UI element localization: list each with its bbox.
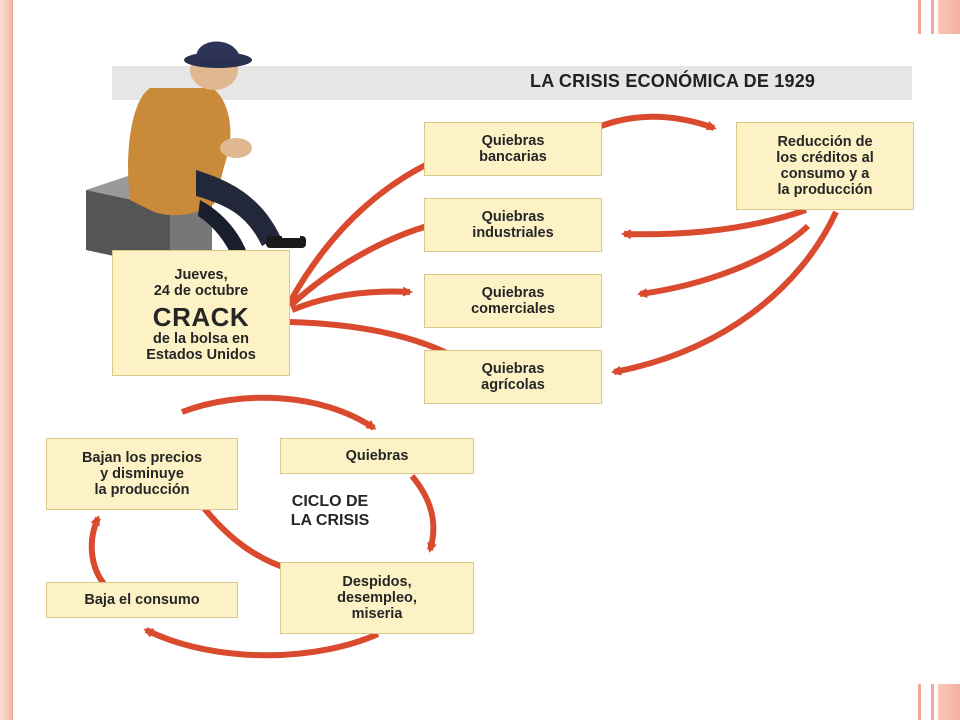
- crack-date: Jueves, 24 de octubre: [153, 267, 249, 299]
- quiebras-bancarias-box: Quiebras bancarias: [424, 122, 602, 176]
- reduccion-creditos-box: Reducción de los créditos al consumo y a…: [736, 122, 914, 210]
- hands: [220, 138, 252, 158]
- quiebras-comerciales-box: Quiebras comerciales: [424, 274, 602, 328]
- spat-front: [282, 232, 300, 238]
- quiebras-agricolas-box: Quiebras agrícolas: [424, 350, 602, 404]
- baja-consumo-box: Baja el consumo: [46, 582, 238, 618]
- crack-box: Jueves, 24 de octubre CRACK de la bolsa …: [112, 250, 290, 376]
- legs: [196, 170, 280, 246]
- cycle-quiebras-box: Quiebras: [280, 438, 474, 474]
- hat-crown: [196, 41, 240, 58]
- cycle-label: CICLO DE LA CRISIS: [290, 493, 370, 529]
- slide-frame-left: [0, 0, 13, 720]
- shoe-front: [266, 236, 306, 248]
- crack-subtitle: de la bolsa en Estados Unidos: [146, 331, 256, 363]
- despidos-box: Despidos, desempleo, miseria: [280, 562, 474, 634]
- crack-word: CRACK: [152, 302, 250, 332]
- slide-frame-mask-2: [940, 34, 960, 684]
- bajan-precios-box: Bajan los precios y disminuye la producc…: [46, 438, 238, 510]
- title-band: [112, 66, 912, 100]
- slide-frame-mask: [918, 34, 940, 684]
- seated-man-illustration: [86, 41, 306, 274]
- quiebras-industriales-box: Quiebras industriales: [424, 198, 602, 252]
- diagram-title: LA CRISIS ECONÓMICA DE 1929: [530, 71, 816, 91]
